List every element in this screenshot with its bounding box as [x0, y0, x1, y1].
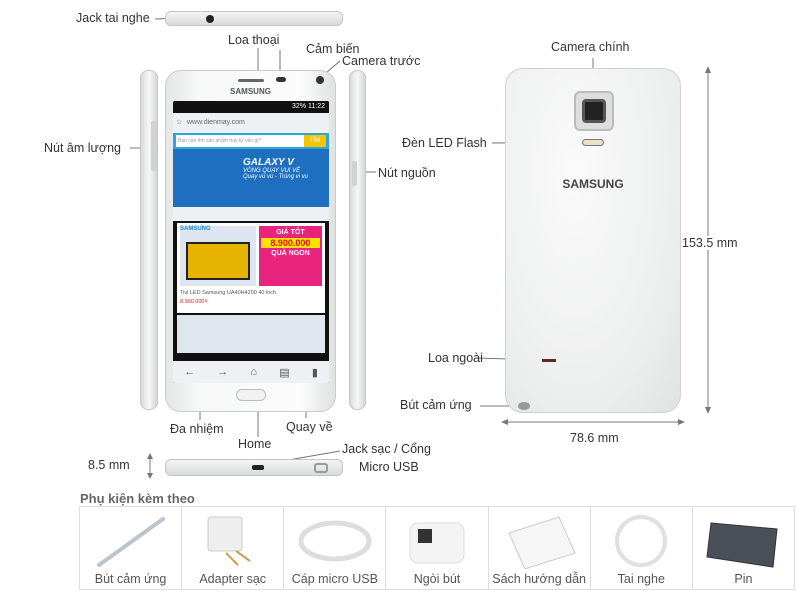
front-camera-icon: [316, 76, 324, 84]
stylus-icon: [90, 513, 171, 569]
status-bar: 32% 11:22: [173, 101, 329, 113]
accessory-item: Ngòi bút: [386, 507, 489, 589]
accessory-item: Cáp micro USB: [284, 507, 387, 589]
brand-logo: SAMSUNG: [230, 87, 271, 96]
phone-left-side: [140, 70, 158, 410]
loudspeaker-icon: [542, 359, 556, 362]
accessory-item: Adapter sạc: [182, 507, 285, 589]
label-multitask: Đa nhiệm: [170, 422, 224, 436]
volume-button: [151, 121, 157, 171]
bookmark-icon: ▮: [311, 366, 318, 379]
label-headphone-jack: Jack tai nghe: [76, 11, 150, 25]
label-charging-port: Jack sạc / Cổng: [342, 442, 431, 456]
accessories-title: Phụ kiện kèm theo: [80, 491, 195, 506]
label-stylus: Bút cảm ứng: [400, 398, 472, 412]
accessory-item: Bút cảm ứng: [80, 507, 183, 589]
label-charging-port-2: Micro USB: [359, 460, 419, 474]
accessory-item: Pin: [693, 507, 794, 589]
label-main-camera: Camera chính: [551, 40, 630, 54]
charger-icon: [192, 513, 273, 569]
phone-front-view: SAMSUNG 32% 11:22 ☆www.dienmay.com Bạn c…: [165, 70, 336, 412]
accessory-item: Tai nghe: [591, 507, 693, 589]
brand-logo-back: SAMSUNG: [562, 177, 624, 191]
stylus-tip-icon: [518, 402, 530, 410]
label-earpiece: Loa thoại: [228, 33, 280, 47]
pen-tips-icon: [396, 513, 477, 569]
label-led-flash: Đèn LED Flash: [402, 136, 487, 150]
label-back: Quay về: [286, 420, 333, 434]
power-button: [352, 161, 357, 186]
earphones-icon: [601, 513, 682, 569]
label-front-camera: Camera trước: [342, 54, 421, 68]
label-home: Home: [238, 437, 272, 451]
accessory-label: Ngòi bút: [413, 572, 461, 586]
usb-port-icon: [252, 465, 264, 470]
phone-back-view: SAMSUNG: [505, 68, 681, 413]
arrow-left-icon: ←: [184, 366, 196, 378]
tabs-icon: ▤: [279, 366, 290, 379]
stylus-slot-icon: [314, 463, 328, 473]
site-search: Bạn cần tìm sản phẩm hay từ vấn gì?TÌM: [173, 133, 329, 149]
dimension-thickness: 8.5 mm: [88, 458, 130, 472]
manual-icon: [499, 513, 580, 569]
label-loudspeaker: Loa ngoài: [428, 351, 483, 365]
camera-module: [574, 91, 614, 131]
phone-bottom-view: [165, 459, 343, 476]
arrow-right-icon: →: [217, 366, 229, 378]
earpiece-icon: [238, 79, 264, 82]
main-camera-icon: [582, 99, 606, 123]
label-volume-button: Nút âm lượng: [44, 141, 122, 155]
label-sensor: Cảm biến: [306, 42, 360, 56]
accessory-label: Adapter sạc: [199, 572, 267, 586]
home-icon: ⌂: [250, 366, 258, 378]
home-button: [236, 389, 266, 401]
dimension-height: 153.5 mm: [682, 236, 738, 250]
phone-top-view: [165, 11, 343, 26]
phone-right-side: [349, 70, 366, 410]
label-power-button: Nút nguồn: [378, 166, 436, 180]
accessory-label: Pin: [734, 572, 753, 586]
led-flash-icon: [582, 139, 604, 146]
accessories-list: Bút cảm ứng Adapter sạc Cáp micro USB Ngòi …: [79, 506, 795, 590]
accessory-label: Cáp micro USB: [291, 572, 378, 586]
accessory-item: Sách hướng dẫn: [489, 507, 591, 589]
browser-url-bar: ☆www.dienmay.com: [173, 113, 329, 133]
battery-icon: [703, 513, 784, 569]
accessory-label: Sách hướng dẫn: [492, 572, 586, 586]
dimension-width: 78.6 mm: [570, 431, 619, 445]
accessory-label: Tai nghe: [617, 572, 665, 586]
browser-nav-bar: ← → ⌂ ▤ ▮: [173, 361, 329, 383]
sensor-icon: [276, 77, 286, 82]
phone-screen: 32% 11:22 ☆www.dienmay.com Bạn cần tìm s…: [173, 101, 329, 383]
cable-icon: [294, 513, 375, 569]
headphone-jack-icon: [206, 15, 214, 23]
accessory-label: Bút cảm ứng: [94, 572, 167, 586]
